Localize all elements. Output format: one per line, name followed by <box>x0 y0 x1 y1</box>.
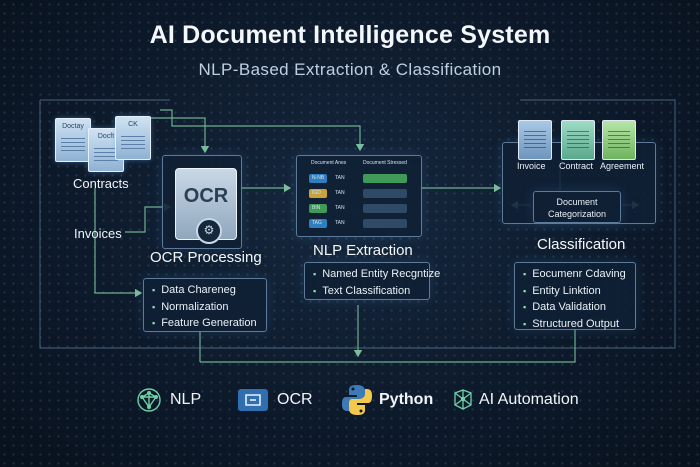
invoices-label: Invoices <box>74 226 122 241</box>
classification-step: Entity Linktion <box>523 283 635 300</box>
classification-step: Data Validation <box>523 299 635 316</box>
brain-network-icon <box>137 388 161 412</box>
invoice-document-icon <box>518 120 552 160</box>
nlp-extraction-panel: Document Anes Document Stressed N-NB TAN… <box>296 155 422 237</box>
nlp-bar <box>363 204 407 213</box>
ocr-steps-panel: Data Chareneg Normalization Feature Gene… <box>143 278 267 332</box>
classification-steps-panel: Eocumenr Cdaving Entity Linktion Data Va… <box>514 262 636 330</box>
tech-python-label: Python <box>379 391 434 408</box>
nlp-header-left: Document Anes <box>311 160 347 166</box>
ocr-stage-title: OCR Processing <box>150 249 262 266</box>
nlp-chip-text: TAN <box>335 190 345 196</box>
nlp-chip <box>309 189 327 198</box>
nlp-chip-text: TAN <box>335 220 345 226</box>
invoice-label: Invoice <box>517 161 546 171</box>
tech-nlp-label: NLP <box>170 391 202 408</box>
nlp-chip-tag: IGD <box>312 190 321 196</box>
nlp-chip-text: TAN <box>335 205 345 211</box>
nlp-bar <box>363 174 407 183</box>
contract-label: Contract <box>559 161 594 171</box>
nlp-stage-title: NLP Extraction <box>313 242 413 259</box>
nlp-chip-tag: TAG <box>312 220 322 226</box>
ocr-step: Data Chareneg <box>152 282 266 299</box>
nlp-step: Text Classification <box>313 283 429 300</box>
document-categorization-box: Document Categorization <box>533 191 621 223</box>
agreement-label: Agreement <box>600 161 645 171</box>
nlp-bar <box>363 219 407 228</box>
gear-icon: ⚙ <box>196 218 222 244</box>
nlp-chip-text: TAN <box>335 175 345 181</box>
document-icon-3: CK <box>115 116 151 160</box>
ocr-step: Normalization <box>152 299 266 316</box>
document-icon-1: Doctay <box>55 118 91 162</box>
nlp-chip <box>309 204 327 213</box>
nlp-steps-panel: Named Entity Recgntize Text Classificati… <box>304 262 440 300</box>
contract-document-icon <box>561 120 595 160</box>
classification-step: Eocumenr Cdaving <box>523 266 635 283</box>
nlp-chip-tag: BIN <box>312 205 321 211</box>
nlp-chip <box>309 174 327 183</box>
contracts-label: Contracts <box>73 176 129 191</box>
page-subtitle: NLP-Based Extraction & Classification <box>198 60 502 79</box>
python-logo-icon <box>342 385 372 415</box>
ai-network-icon <box>454 389 472 410</box>
nlp-chip-tag: N-NB <box>312 175 325 181</box>
page-title: AI Document Intelligence System <box>149 21 551 49</box>
agreement-document-icon <box>602 120 636 160</box>
nlp-chip <box>309 219 327 228</box>
classification-step: Structured Output <box>523 316 635 333</box>
nlp-bar <box>363 189 407 198</box>
ocr-step: Feature Generation <box>152 315 266 332</box>
tech-ocr-label: OCR <box>277 391 313 408</box>
classification-stage-title: Classification <box>537 236 626 253</box>
ocr-scan-icon <box>238 389 268 411</box>
nlp-header-right: Document Stressed <box>363 160 407 166</box>
tech-ai-automation-label: AI Automation <box>479 391 579 408</box>
nlp-step: Named Entity Recgntize <box>313 266 440 283</box>
